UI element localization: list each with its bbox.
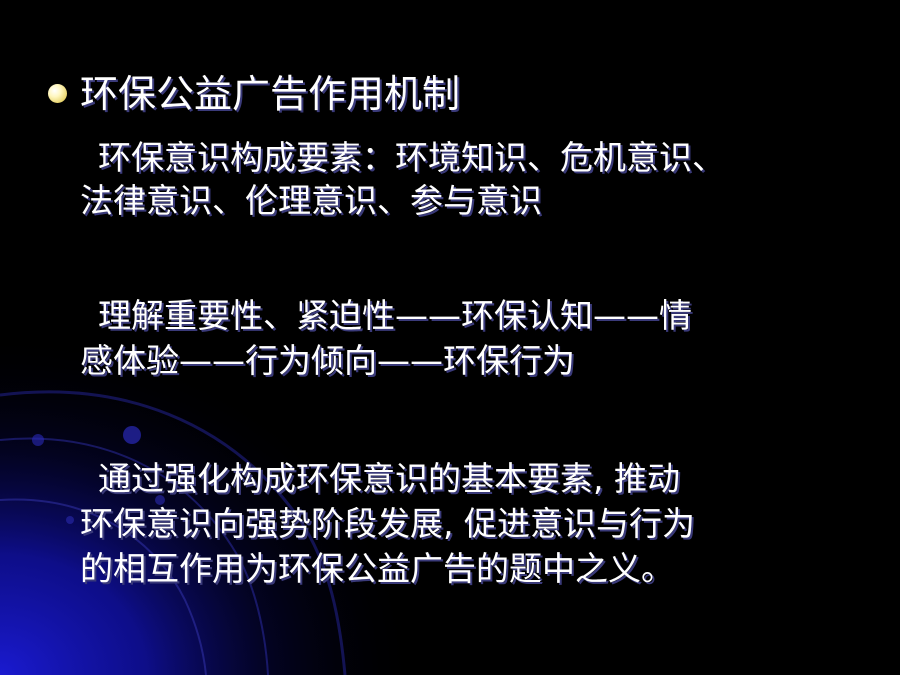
paragraph-2-line-1: 理解重要性、紧迫性——环保认知——情 (98, 296, 692, 335)
paragraph-1-line-1: 环保意识构成要素：环境知识、危机意识、 (98, 138, 725, 177)
paragraph-3-line-2: 环保意识向强势阶段发展, 促进意识与行为 (80, 504, 695, 543)
paragraph-2-line-2: 感体验——行为倾向——环保行为 (80, 341, 575, 380)
slide-heading: 环保公益广告作用机制 (80, 72, 461, 116)
swirl-dot-4 (66, 516, 74, 524)
paragraph-3-line-3: 的相互作用为环保公益广告的题中之义。 (80, 549, 674, 588)
paragraph-1-line-2: 法律意识、伦理意识、参与意识 (80, 181, 542, 220)
swirl-arc-2 (0, 437, 269, 675)
swirl-dot-1 (123, 426, 141, 444)
swirl-dot-2 (32, 434, 44, 446)
swirl-arc-3 (0, 498, 207, 675)
swirl-dot-3 (155, 495, 165, 505)
bullet-dot-icon (48, 84, 67, 103)
paragraph-3-line-1: 通过强化构成环保意识的基本要素, 推动 (98, 459, 680, 498)
swirl-glow (0, 330, 420, 675)
swirl-arc-1 (0, 390, 347, 675)
